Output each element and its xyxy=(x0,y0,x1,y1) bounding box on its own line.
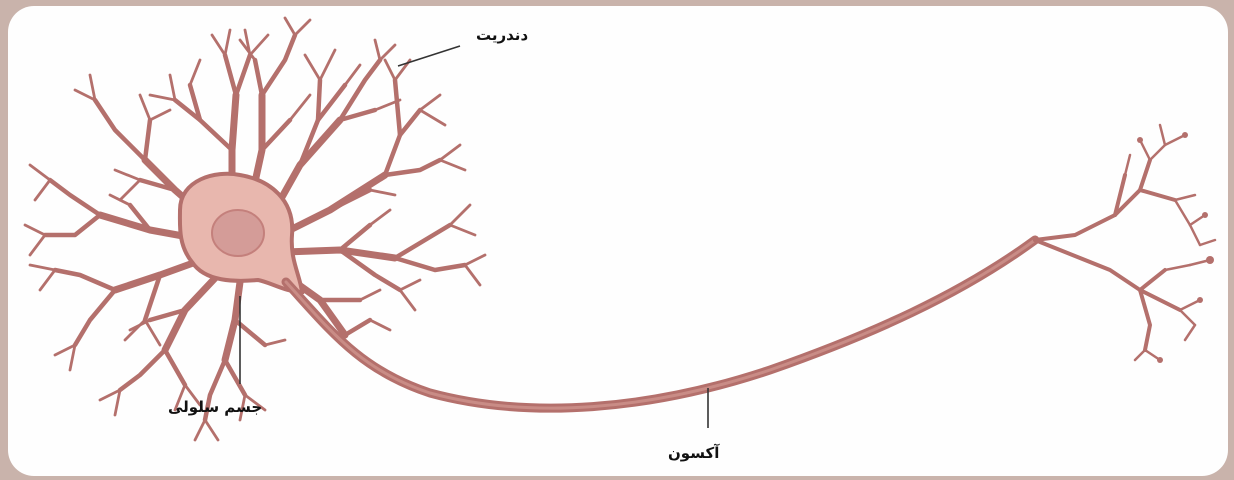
dendrite-leader-line xyxy=(398,46,460,66)
label-dendrite: دندریت xyxy=(476,26,528,44)
label-axon: آکسون xyxy=(668,444,719,462)
leader-lines xyxy=(240,46,708,428)
axon-terminals xyxy=(1035,125,1215,363)
axon xyxy=(286,240,1035,408)
label-cell-body: جسم سلولی xyxy=(168,398,262,416)
nucleus xyxy=(212,210,264,256)
diagram-panel: دندریت جسم سلولی آکسون xyxy=(8,6,1228,476)
